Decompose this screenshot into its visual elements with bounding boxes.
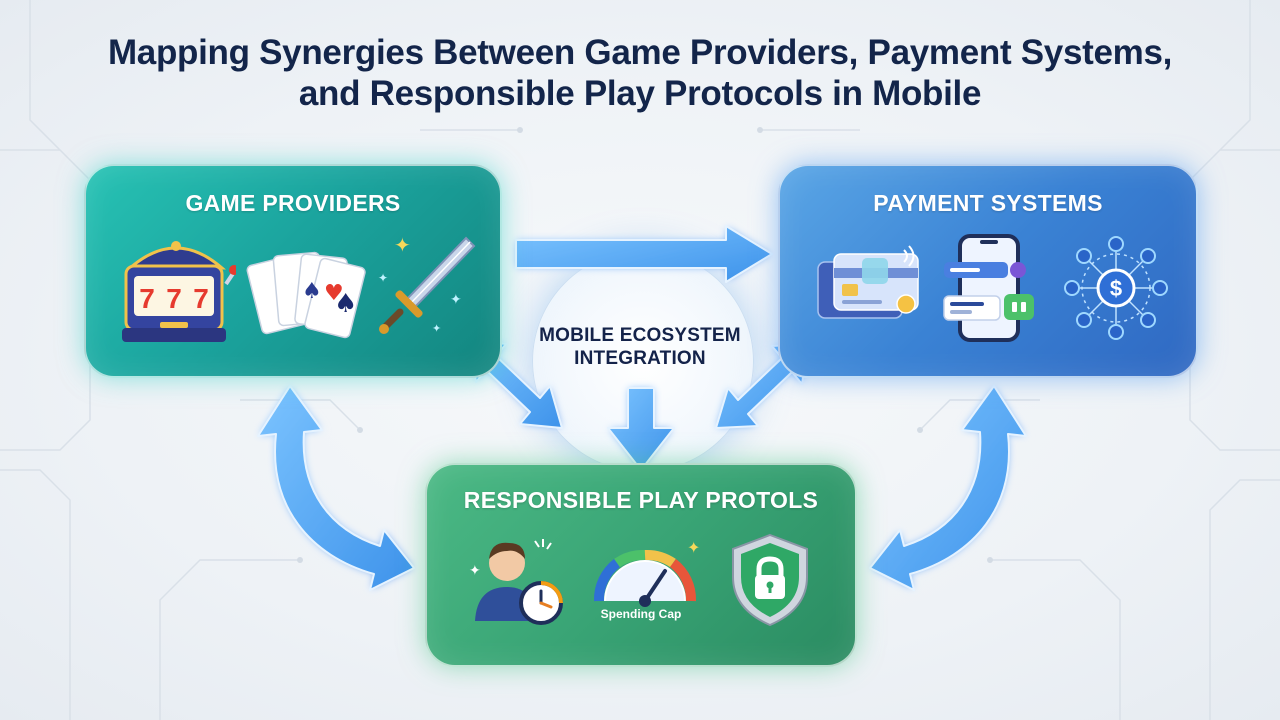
svg-text:✦: ✦ bbox=[378, 271, 388, 285]
node-heading-game-providers: GAME PROVIDERS bbox=[185, 190, 401, 216]
svg-text:✦: ✦ bbox=[687, 539, 700, 557]
spending-gauge-icon: ✦ bbox=[594, 539, 700, 607]
svg-text:✦: ✦ bbox=[432, 322, 441, 335]
security-shield-icon bbox=[732, 533, 808, 627]
svg-text:✦: ✦ bbox=[394, 233, 411, 257]
svg-text:✦: ✦ bbox=[469, 563, 481, 579]
svg-text:$: $ bbox=[1110, 276, 1122, 301]
sword-icon: ✦ ✦ ✦ ✦ bbox=[378, 233, 476, 335]
svg-text:♠: ♠ bbox=[302, 279, 322, 304]
svg-text:✦: ✦ bbox=[450, 292, 462, 308]
svg-text:♥: ♥ bbox=[324, 281, 344, 306]
node-heading-payment-systems: PAYMENT SYSTEMS bbox=[873, 190, 1103, 216]
playing-cards-icon: ♠ ♥ ♠ bbox=[246, 251, 366, 339]
gauge-caption: Spending Cap bbox=[600, 607, 682, 621]
node-responsible-play: RESPONSIBLE PLAY PROTOLS ✦ ✦ Spending Ca… bbox=[425, 463, 857, 667]
page-title: Mapping Synergies Between Game Providers… bbox=[107, 33, 1173, 114]
svg-text:7: 7 bbox=[166, 283, 182, 314]
mobile-wallet-icon bbox=[943, 234, 1034, 342]
svg-text:7: 7 bbox=[193, 283, 209, 314]
node-game-providers: GAME PROVIDERS 7 7 7 ♠ ♥ ♠ ✦ ✦ ✦ ✦ bbox=[84, 164, 502, 378]
slot-machine-icon: 7 7 7 bbox=[122, 241, 236, 342]
payment-network-icon: $ bbox=[1064, 236, 1168, 340]
hub-label: MOBILE ECOSYSTEM INTEGRATION bbox=[539, 325, 741, 369]
credit-card-icon bbox=[817, 245, 919, 319]
svg-text:7: 7 bbox=[139, 283, 155, 314]
svg-text:♠: ♠ bbox=[334, 289, 357, 319]
node-heading-responsible-play: RESPONSIBLE PLAY PROTOLS bbox=[463, 487, 819, 513]
node-payment-systems: PAYMENT SYSTEMS bbox=[778, 164, 1198, 378]
user-time-limit-icon: ✦ bbox=[469, 539, 563, 625]
